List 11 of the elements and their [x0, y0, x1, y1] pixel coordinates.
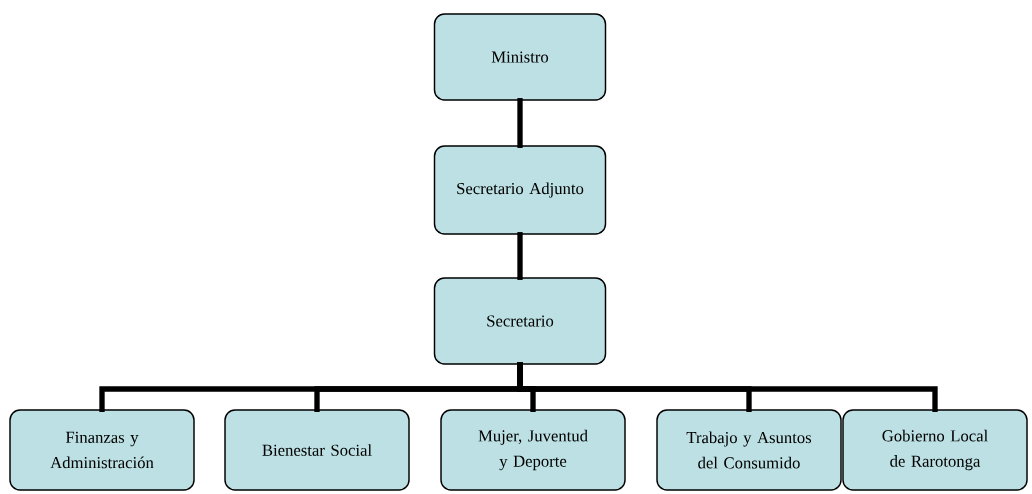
connector-line [517, 98, 523, 148]
connector-line [517, 362, 938, 412]
org-box: Ministro [433, 13, 607, 101]
org-box: Trabajo y Asuntos del Consumido [656, 409, 842, 491]
org-box: Bienestar Social [224, 409, 410, 491]
org-box: Gobierno Local de Rarotonga [842, 409, 1028, 491]
org-box: Secretario [433, 277, 607, 365]
org-box: Secretario Adjunto [433, 145, 607, 235]
org-box: Finanzas y Administración [9, 409, 195, 491]
org-box: Mujer, Juventud y Deporte [440, 409, 626, 491]
connector-line [517, 232, 523, 280]
